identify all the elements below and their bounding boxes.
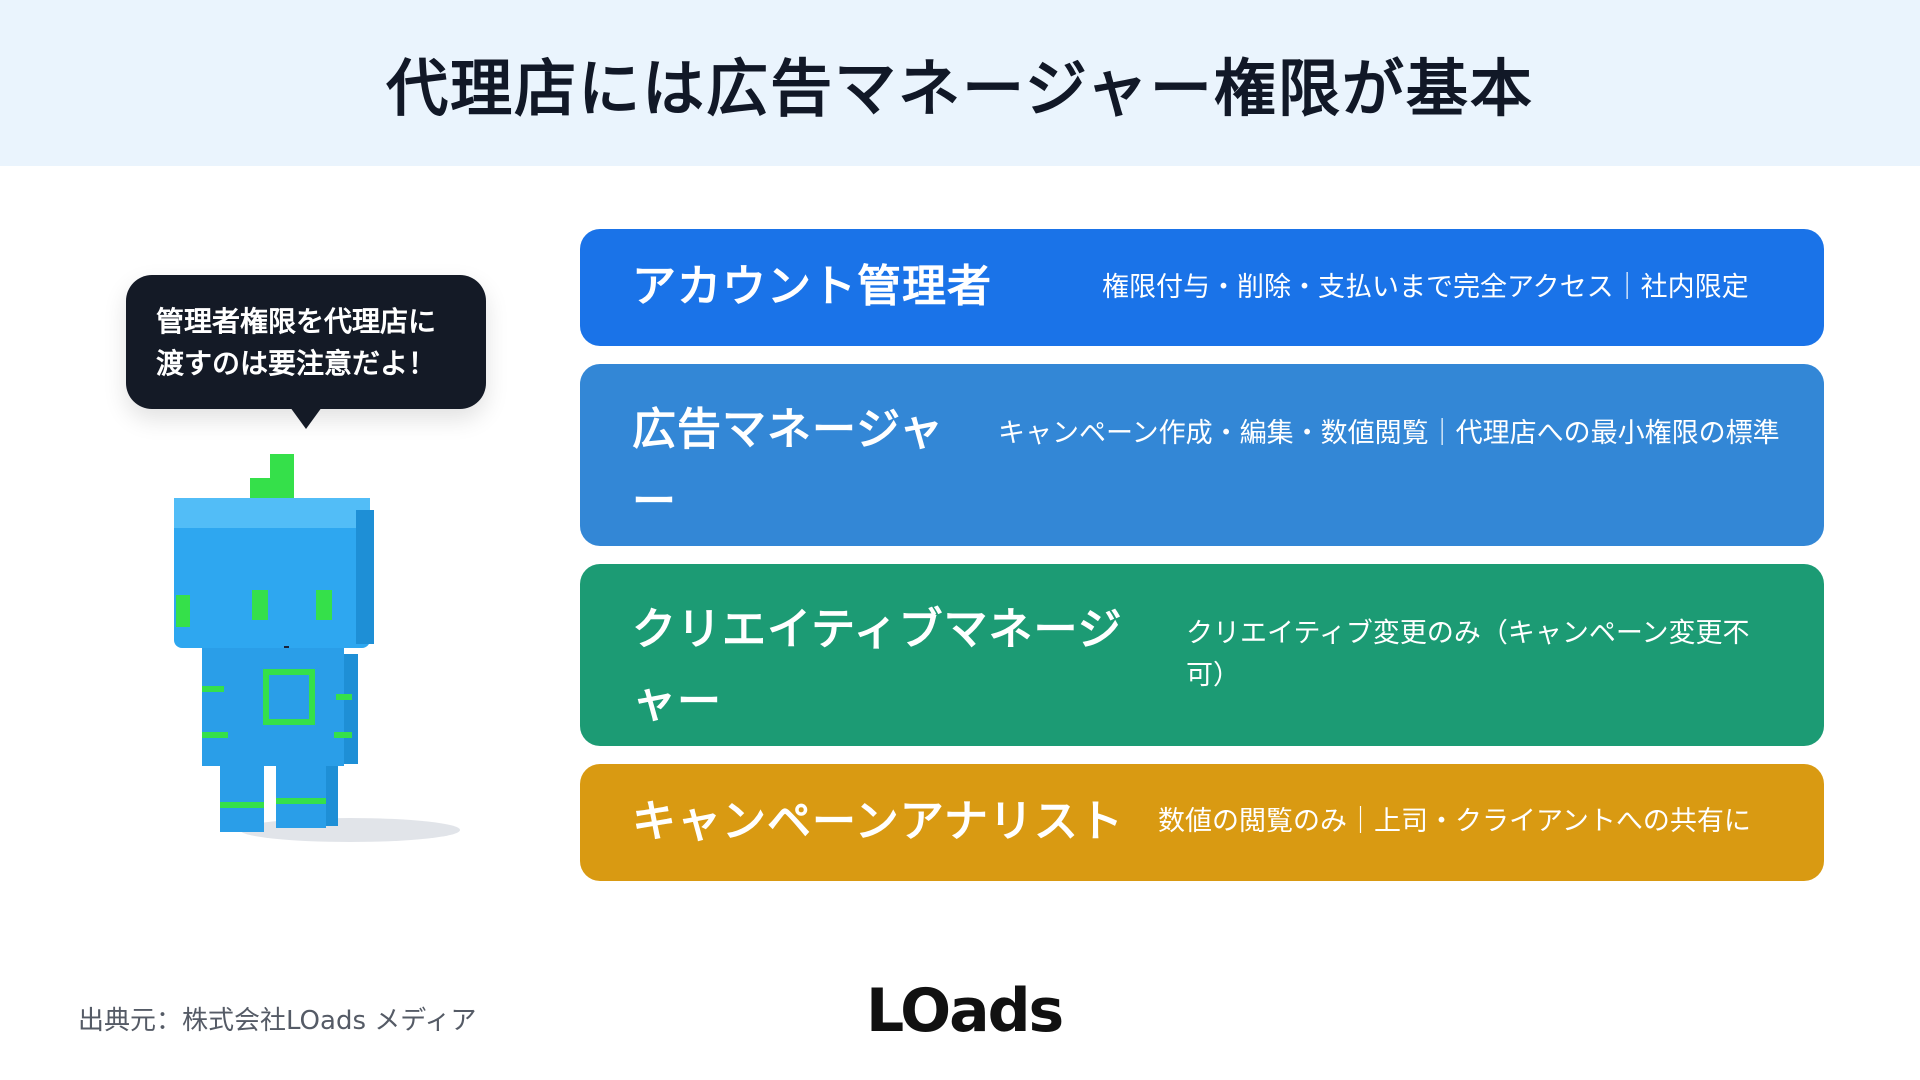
header-band: 代理店には広告マネージャー権限が基本	[0, 0, 1920, 166]
role-title: キャンペーンアナリスト	[632, 796, 1124, 847]
role-card-account-admin: アカウント管理者 権限付与・削除・支払いまで完全アクセス｜社内限定	[580, 229, 1824, 346]
role-card-creative-manager: クリエイティブマネージャー クリエイティブ変更のみ（キャンペーン変更不可）	[580, 564, 1824, 746]
role-title: クリエイティブマネージャー	[632, 604, 1123, 727]
speech-bubble-tail	[290, 407, 322, 429]
page-title: 代理店には広告マネージャー権限が基本	[386, 52, 1534, 125]
speech-bubble: 管理者権限を代理店に 渡すのは要注意だよ！	[126, 275, 486, 409]
speech-bubble-line-2: 渡すのは要注意だよ！	[156, 347, 437, 380]
role-card-campaign-analyst: キャンペーンアナリスト 数値の閲覧のみ｜上司・クライアントへの共有に	[580, 764, 1824, 881]
role-title: アカウント管理者	[632, 261, 992, 312]
loads-logo: LOads	[866, 976, 1064, 1046]
role-description: キャンペーン作成・編集・数値閲覧｜代理店への最小権限の標準	[998, 418, 1780, 449]
source-credit: 出典元：株式会社LOads メディア	[78, 1006, 477, 1036]
role-card-ads-manager: 広告マネージャー キャンペーン作成・編集・数値閲覧｜代理店への最小権限の標準	[580, 364, 1824, 546]
role-description: 権限付与・削除・支払いまで完全アクセス｜社内限定	[1102, 272, 1749, 303]
role-description: クリエイティブ変更のみ（キャンペーン変更不可）	[1186, 618, 1750, 691]
role-title: 広告マネージャー	[632, 404, 944, 527]
mascot-character-illustration	[174, 454, 460, 842]
role-description: 数値の閲覧のみ｜上司・クライアントへの共有に	[1158, 806, 1751, 837]
speech-bubble-line-1: 管理者権限を代理店に	[156, 305, 437, 338]
